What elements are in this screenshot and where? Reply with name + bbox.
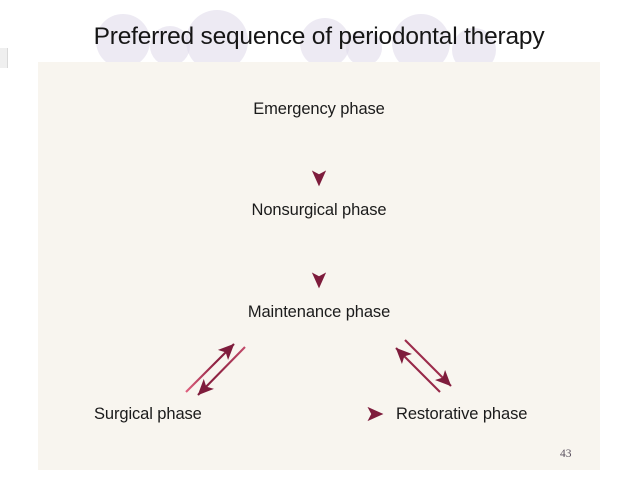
- page-number: 43: [560, 448, 572, 460]
- figure-panel: Emergency phase Nonsurgical phase Mainte…: [38, 62, 600, 470]
- node-emergency-phase: Emergency phase: [253, 100, 385, 118]
- slide-title-bar: Preferred sequence of periodontal therap…: [0, 0, 638, 72]
- edge-surgical-to-maintenance: [185, 343, 235, 393]
- edge-maintenance-to-surgical: [197, 346, 246, 396]
- page-title: Preferred sequence of periodontal therap…: [93, 23, 545, 50]
- node-nonsurgical-phase: Nonsurgical phase: [251, 201, 387, 219]
- node-surgical-phase: Surgical phase: [94, 405, 202, 423]
- edge-restorative-to-maintenance: [395, 347, 441, 393]
- edge-maintenance-to-restorative: [404, 339, 452, 387]
- node-maintenance-phase: Maintenance phase: [247, 303, 391, 321]
- therapy-sequence-diagram: [185, 124, 452, 422]
- node-restorative-phase: Restorative phase: [396, 405, 528, 423]
- page-edge-artifact: [0, 48, 8, 68]
